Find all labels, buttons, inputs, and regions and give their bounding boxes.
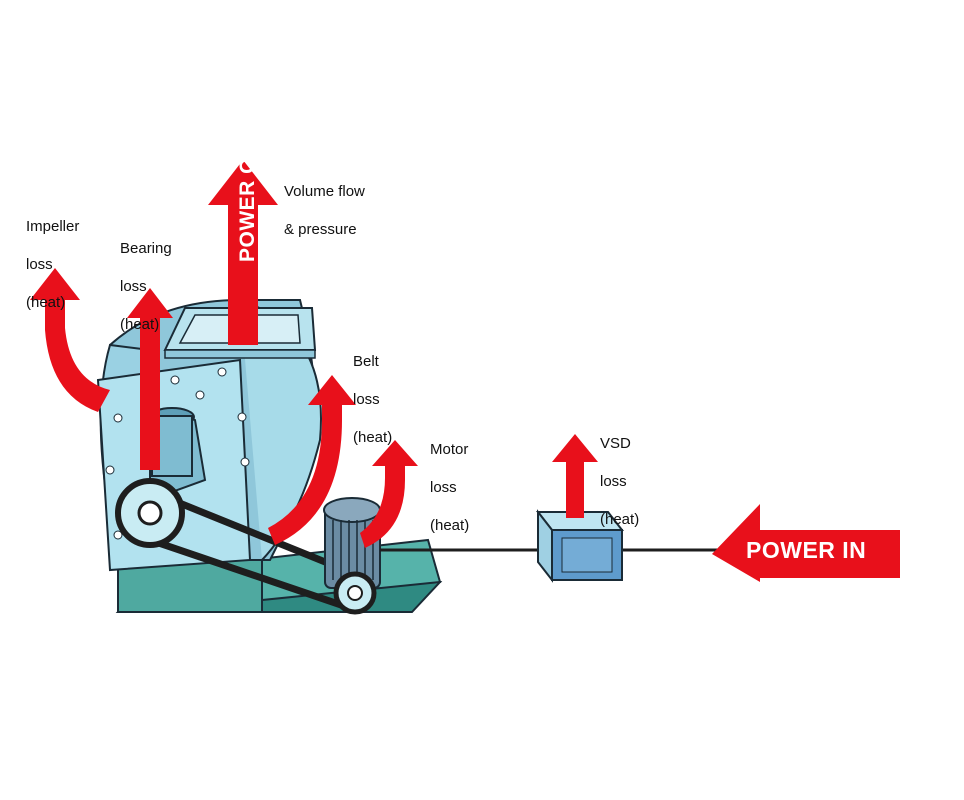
- motor-loss-line-1: Motor: [430, 441, 469, 458]
- belt-loss-label: Belt loss (heat): [353, 333, 392, 466]
- motor-loss-label: Motor loss (heat): [430, 421, 469, 554]
- vsd-loss-line-1: VSD: [600, 435, 631, 452]
- drive-belt: [115, 478, 352, 612]
- bearing-loss-label: Bearing loss (heat): [120, 220, 172, 353]
- impeller-loss-line-1: Impeller: [26, 218, 80, 235]
- belt-loss-line-2: loss: [353, 391, 380, 408]
- bearing-loss-line-1: Bearing: [120, 240, 172, 257]
- power-in-label: POWER IN: [746, 537, 867, 563]
- vsd-loss-line-3: (heat): [600, 511, 640, 528]
- impeller-loss-line-2: loss: [26, 256, 53, 273]
- motor: [323, 497, 381, 615]
- bearing-loss-line-3: (heat): [120, 316, 160, 333]
- motor-loss-line-3: (heat): [430, 517, 470, 534]
- motor-loss-arrow: [360, 440, 418, 548]
- motor-loss-line-2: loss: [430, 479, 457, 496]
- belt-loss-line-3: (heat): [353, 429, 393, 446]
- impeller-loss-arrow: [30, 268, 110, 412]
- volume-flow-label: Volume flow & pressure: [284, 163, 365, 258]
- vsd-loss-arrow: [552, 434, 598, 518]
- impeller-loss-line-3: (heat): [26, 294, 66, 311]
- vsd-loss-label: VSD loss (heat): [600, 415, 639, 548]
- loss-arrows: [30, 160, 900, 582]
- impeller-loss-label: Impeller loss (heat): [26, 198, 79, 331]
- belt-loss-line-1: Belt: [353, 353, 379, 370]
- volume-flow-line-1: Volume flow: [284, 183, 365, 200]
- belt-loss-arrow: [268, 375, 356, 545]
- power-out-label: POWER OUT: [236, 128, 259, 262]
- vsd-loss-line-2: loss: [600, 473, 627, 490]
- vsd-box: [535, 509, 625, 583]
- volume-flow-line-2: & pressure: [284, 221, 357, 238]
- power-out-arrow: [208, 160, 278, 345]
- bearing-loss-arrow: [127, 288, 173, 470]
- bearing-loss-line-2: loss: [120, 278, 147, 295]
- power-in-arrow: [712, 504, 900, 582]
